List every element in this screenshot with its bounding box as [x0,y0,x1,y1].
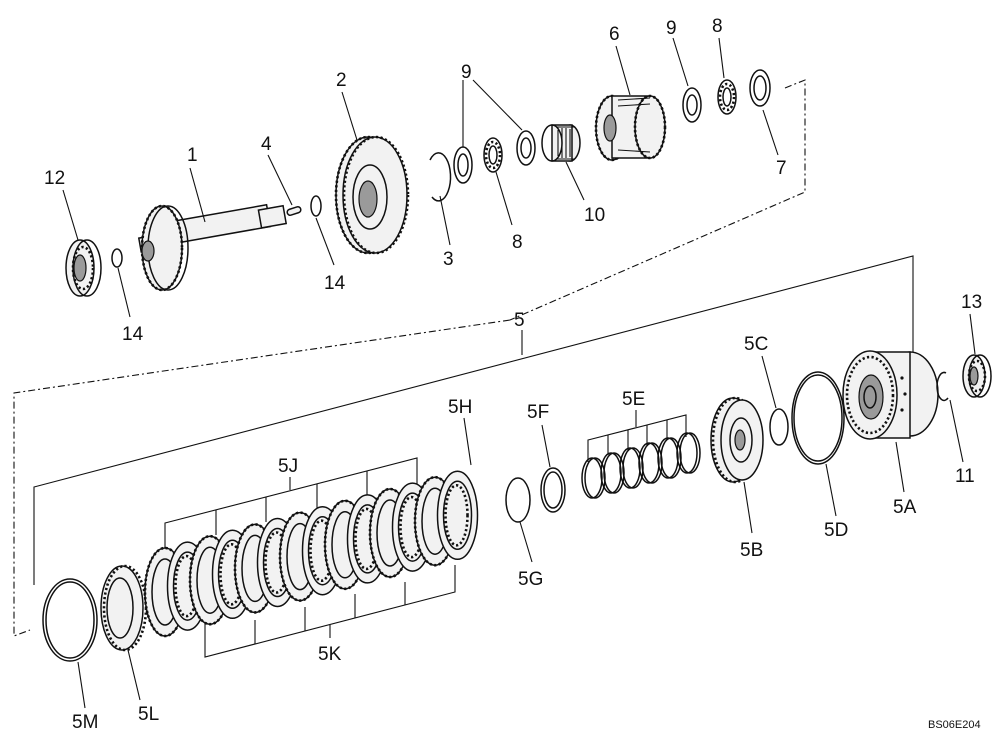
callout-5K: 5K [318,644,342,665]
callout-5G: 5G [518,569,543,590]
gear-2 [334,135,410,255]
callout-4: 4 [261,134,272,155]
callout-5E: 5E [622,389,645,410]
gear-6 [594,94,667,162]
thrust-bearing-8-a [483,137,503,173]
callout-5C: 5C [744,334,768,355]
spring-washer [676,432,701,474]
callout-5A: 5A [893,497,917,518]
seal-5C [769,408,789,446]
callout-5M: 5M [72,712,98,733]
callout-14-left: 14 [122,324,144,345]
callout-11: 11 [955,466,975,487]
ring-5F [540,467,566,513]
callout-2: 2 [336,70,347,91]
callout-9-right: 9 [666,18,677,39]
thrust-washer-9-c [682,87,702,123]
input-shaft-1 [137,203,288,292]
callout-9-left: 9 [461,62,472,83]
thrust-washer-9-a [453,146,473,184]
bracket-5E-ticks [607,410,668,455]
snap-ring-5G [505,477,531,523]
callout-5B: 5B [740,540,763,561]
callout-7: 7 [776,158,787,179]
thrust-bearing-8-b [717,79,737,115]
callout-labels: 1 2 3 4 5 6 7 8 8 9 9 10 11 12 13 14 14 … [44,16,982,733]
steel-plate [436,470,479,561]
snap-ring-11 [936,371,949,402]
piston-5B [710,396,764,484]
callout-5F: 5F [527,402,549,423]
callout-12: 12 [44,168,65,189]
clutch-drum-5A [842,350,939,440]
snap-ring-3 [429,152,452,202]
callout-10: 10 [584,205,605,226]
seal-ring-5M [42,578,98,662]
callout-14-right: 14 [324,273,346,294]
bracket-group-5E [587,414,687,462]
assembly-frame-lower [13,319,511,637]
bearing-12 [65,239,102,297]
needle-bearing-10 [541,124,581,162]
callout-5J: 5J [278,456,298,477]
callout-5D: 5D [824,520,848,541]
callout-1: 1 [187,145,198,166]
bracket-5K-ticks [254,582,406,644]
callout-5H: 5H [448,397,472,418]
callout-13: 13 [961,292,982,313]
callout-5: 5 [514,310,525,331]
pressure-plate-5L [100,564,148,652]
washer-7 [749,69,771,107]
callout-3: 3 [443,249,454,270]
bracket-5J-ticks [215,471,368,535]
leader-lines [62,37,976,709]
bracket-group-5 [33,255,914,585]
bracket-group-5K [204,565,456,658]
seal-ring-5D [791,371,845,465]
snap-ring-14-left [111,248,123,268]
bracket-group-5J [164,457,418,550]
snap-ring-14-right [310,195,322,217]
callout-5L: 5L [138,704,159,725]
pin-4 [286,206,302,216]
callout-8-lower: 8 [512,232,523,253]
clutch-plate-pack [143,470,479,638]
bearing-13 [962,354,992,398]
spring-pack-5E [581,432,701,499]
assembly-frame-upper [509,79,806,321]
thrust-washer-9-b [516,130,536,166]
figure-code: BS06E204 [928,719,981,731]
callout-8-upper: 8 [712,16,723,37]
callout-6: 6 [609,24,620,45]
